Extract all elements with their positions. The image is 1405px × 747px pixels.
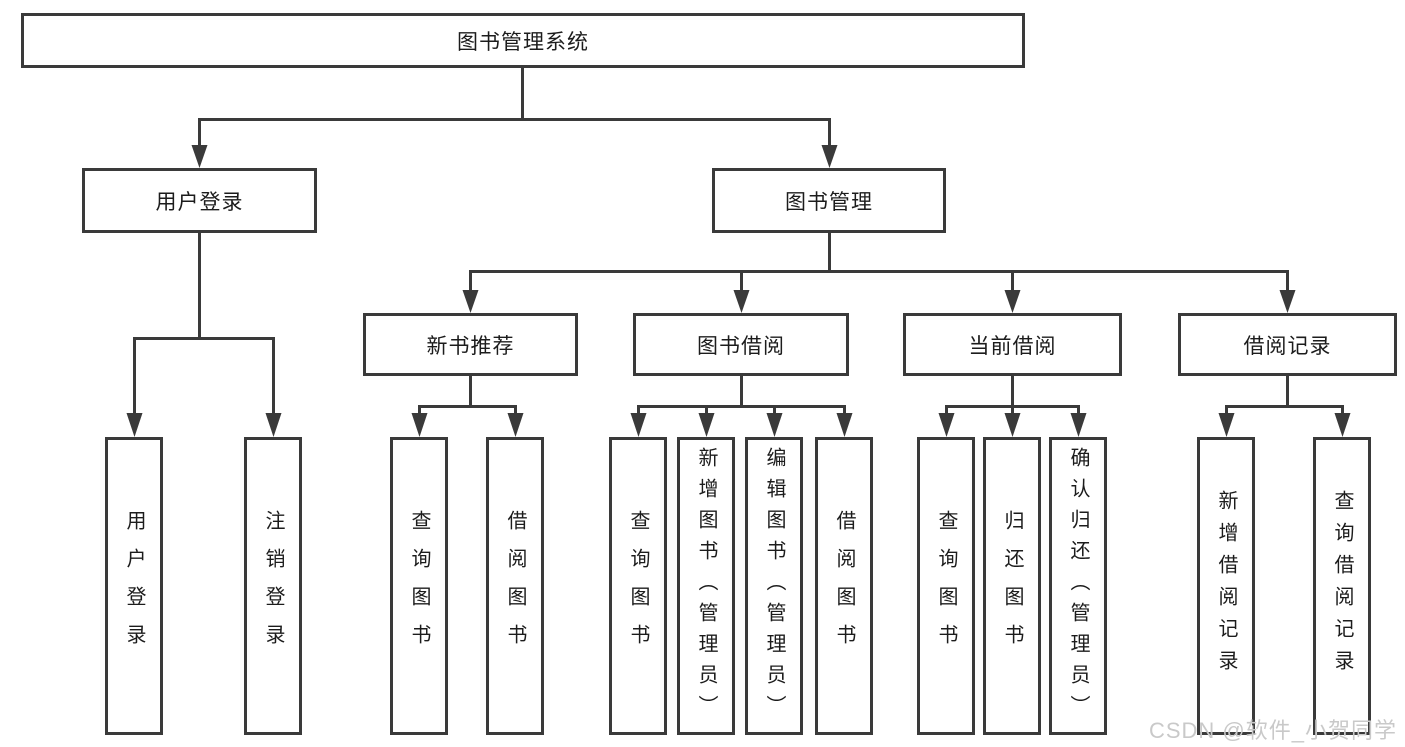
leaf-return-books: 归还图书 xyxy=(983,437,1041,735)
leaf-borrow-books-recommend: 借阅图书 xyxy=(486,437,544,735)
leaf-user-login: 用户登录 xyxy=(105,437,163,735)
leaf-borrow-books: 借阅图书 xyxy=(815,437,873,735)
node-book-borrowing: 图书借阅 xyxy=(633,313,849,376)
leaf-query-books-borrow: 查询图书 xyxy=(609,437,667,735)
node-user-login: 用户登录 xyxy=(82,168,317,233)
leaf-edit-books-admin: 编辑图书（管理员） xyxy=(745,437,803,735)
node-book-management: 图书管理 xyxy=(712,168,946,233)
node-current-borrowing: 当前借阅 xyxy=(903,313,1122,376)
leaf-logout: 注销登录 xyxy=(244,437,302,735)
leaf-query-borrow-record: 查询借阅记录 xyxy=(1313,437,1371,735)
leaf-query-books-current: 查询图书 xyxy=(917,437,975,735)
watermark: CSDN @软件_小贺同学 xyxy=(1148,718,1397,743)
leaf-add-borrow-record: 新增借阅记录 xyxy=(1197,437,1255,735)
leaf-query-books-recommend: 查询图书 xyxy=(390,437,448,735)
node-library-management-system: 图书管理系统 xyxy=(21,13,1025,68)
leaf-confirm-return-admin: 确认归还（管理员） xyxy=(1049,437,1107,735)
leaf-add-books-admin: 新增图书（管理员） xyxy=(677,437,735,735)
node-borrowing-records: 借阅记录 xyxy=(1178,313,1397,376)
node-new-book-recommendation: 新书推荐 xyxy=(363,313,578,376)
